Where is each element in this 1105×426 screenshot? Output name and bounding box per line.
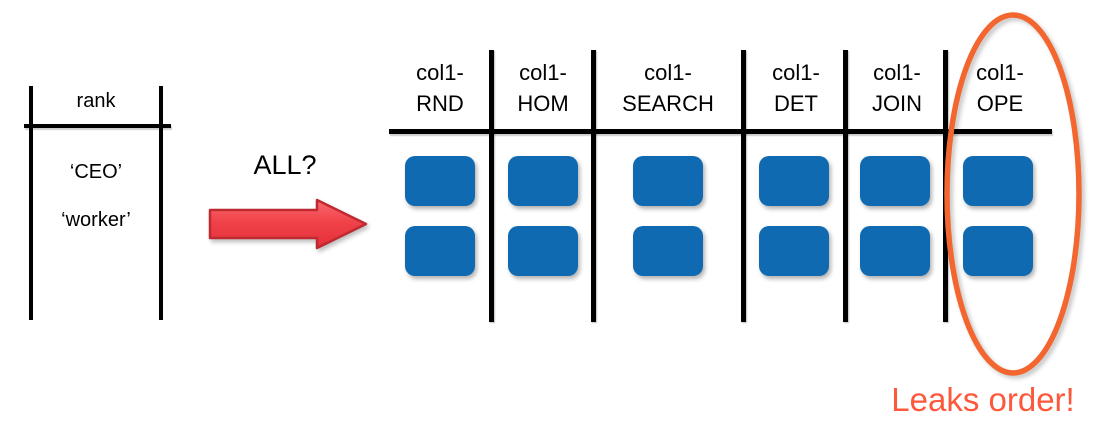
all-question-label: ALL? bbox=[253, 150, 317, 180]
encrypted-table-separator-3 bbox=[741, 50, 746, 322]
right-arrow-icon bbox=[208, 198, 368, 250]
encrypted-table-separator-4 bbox=[843, 50, 848, 322]
header-col1-det: col1- DET bbox=[741, 57, 851, 119]
header-line2: SEARCH bbox=[622, 91, 714, 116]
plaintext-table-left-border bbox=[29, 86, 33, 320]
encrypted-cell bbox=[860, 156, 930, 206]
encrypted-cell bbox=[963, 226, 1033, 276]
plaintext-table-header-rule bbox=[24, 124, 171, 128]
header-line1: col1- bbox=[519, 60, 567, 85]
header-line2: JOIN bbox=[871, 91, 923, 116]
header-col1-rnd: col1- RND bbox=[385, 57, 495, 119]
encrypted-table-header-rule bbox=[389, 129, 1052, 134]
encrypted-cell bbox=[508, 226, 578, 276]
plaintext-table-right-border bbox=[159, 86, 163, 320]
leaks-order-callout: Leaks order! bbox=[891, 381, 1075, 418]
encrypted-cell bbox=[633, 156, 703, 206]
plaintext-value-row1: ‘CEO’ bbox=[69, 161, 123, 183]
highlight-ellipse bbox=[944, 12, 1082, 376]
header-col1-ope: col1- OPE bbox=[945, 57, 1055, 119]
header-line2: DET bbox=[774, 91, 818, 116]
encrypted-cell bbox=[963, 156, 1033, 206]
plaintext-value-row2: ‘worker’ bbox=[61, 209, 131, 231]
header-line2: OPE bbox=[976, 91, 1024, 116]
header-col1-hom: col1- HOM bbox=[488, 57, 598, 119]
encrypted-table-separator-2 bbox=[591, 50, 596, 322]
header-line1: col1- bbox=[873, 60, 921, 85]
encrypted-cell bbox=[405, 226, 475, 276]
encrypted-cell bbox=[633, 226, 703, 276]
encrypted-cell bbox=[860, 226, 930, 276]
encrypted-cell bbox=[405, 156, 475, 206]
encrypted-cell bbox=[759, 226, 829, 276]
encrypted-cell bbox=[508, 156, 578, 206]
header-line1: col1- bbox=[416, 60, 464, 85]
header-col1-join: col1- JOIN bbox=[842, 57, 952, 119]
header-line1: col1- bbox=[644, 60, 692, 85]
header-line1: col1- bbox=[772, 60, 820, 85]
encrypted-cell bbox=[759, 156, 829, 206]
encrypted-table-separator-1 bbox=[489, 50, 494, 322]
plaintext-column-header: rank bbox=[76, 90, 116, 112]
header-col1-search: col1- SEARCH bbox=[593, 57, 743, 119]
header-line2: HOM bbox=[517, 91, 569, 116]
header-line2: RND bbox=[416, 91, 464, 116]
header-line1: col1- bbox=[976, 60, 1024, 85]
